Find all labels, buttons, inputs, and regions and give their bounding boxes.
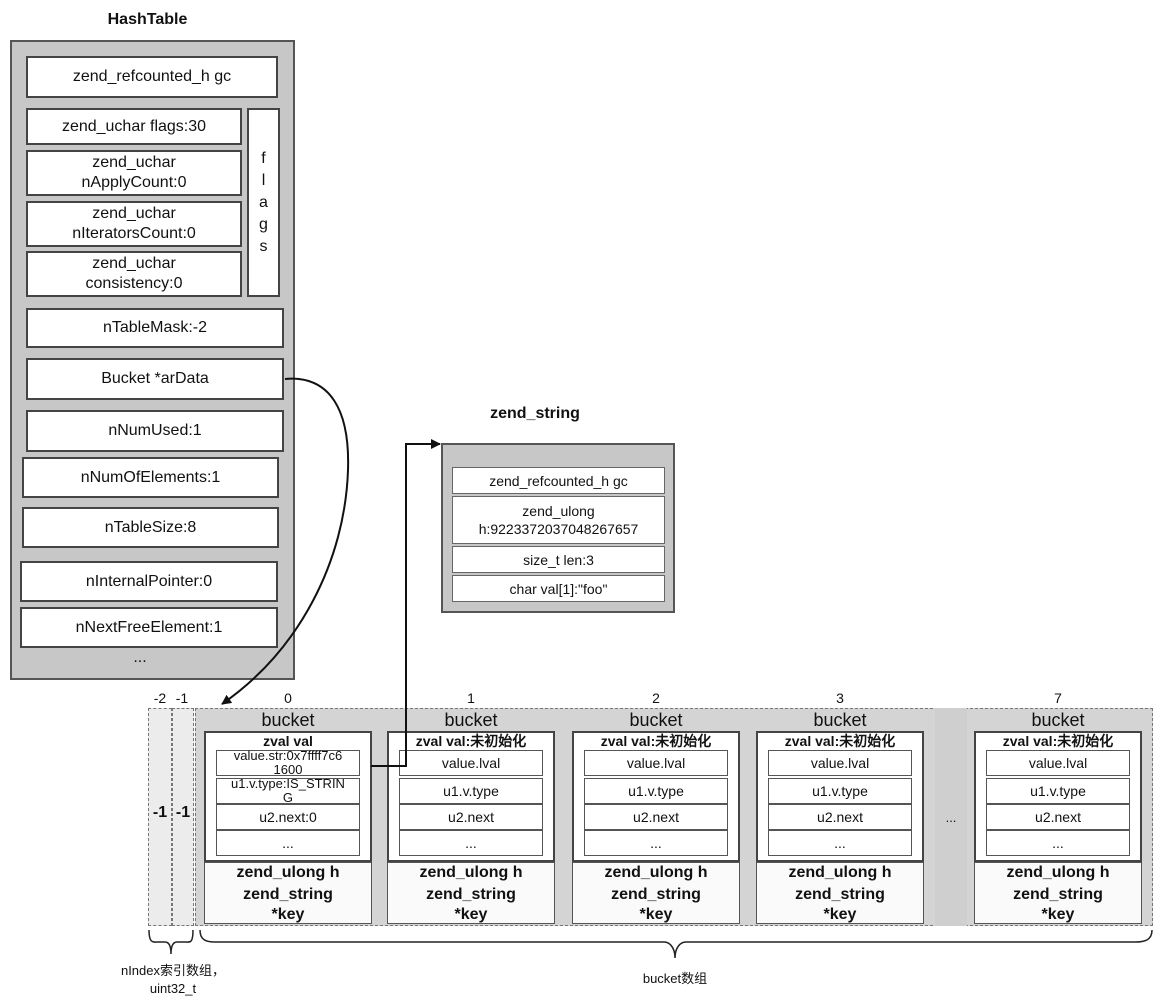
ardata-pointer-arrow	[221, 377, 350, 705]
key-section	[387, 862, 555, 924]
zval-header: zval val	[263, 733, 313, 749]
zval-field: ...	[399, 830, 543, 856]
key-field-name: *key	[823, 906, 857, 923]
zval-field: u1.v.type	[768, 778, 912, 804]
zval-field: value.lval	[986, 750, 1130, 776]
zval-field: ...	[986, 830, 1130, 856]
zs-gc: zend_refcounted_h gc	[452, 467, 665, 494]
bucket-gap	[935, 708, 967, 926]
zval-field: u2.next	[584, 804, 728, 830]
zval-field: value.lval	[399, 750, 543, 776]
zval-field: ...	[768, 830, 912, 856]
zval-field: value.str:0x7ffff7c6 1600	[216, 749, 360, 777]
index-label-m1: -1	[175, 690, 189, 706]
field-ntablesize: nTableSize:8	[22, 507, 279, 548]
bucket-index: 2	[652, 690, 660, 706]
bucket-title: bucket	[813, 710, 867, 730]
field-ardata: Bucket *arData	[26, 358, 284, 400]
key-section	[204, 862, 372, 924]
bucket-ellipsis: ...	[945, 810, 957, 825]
zval-field: u1.v.type	[584, 778, 728, 804]
zval-field: u1.v.type	[399, 778, 543, 804]
bucket-index: 3	[836, 690, 844, 706]
key-field-name: *key	[1041, 906, 1075, 923]
zval-field: value.lval	[584, 750, 728, 776]
bucket-array-brace	[199, 929, 1153, 959]
flags-letter: f	[261, 149, 266, 167]
key-field-type: zend_string	[1013, 886, 1103, 903]
index-value-m1: -1	[175, 804, 191, 821]
zval-header: zval val:未初始化	[415, 733, 527, 749]
zval-field: ...	[584, 830, 728, 856]
index-value-m2: -1	[152, 804, 168, 821]
zval-field: u1.v.type	[986, 778, 1130, 804]
field-nnumofelements: nNumOfElements:1	[22, 457, 279, 498]
bucket-title: bucket	[629, 710, 683, 730]
field-consistency: zend_uchar consistency:0	[26, 251, 242, 297]
key-field-type: zend_string	[243, 886, 333, 903]
flags-letter: s	[259, 237, 268, 255]
hash-field: zend_ulong h	[1006, 864, 1110, 881]
bucket-index: 7	[1054, 690, 1062, 706]
key-field-name: *key	[639, 906, 673, 923]
hash-field: zend_ulong h	[419, 864, 523, 881]
zval-header: zval val:未初始化	[1002, 733, 1114, 749]
key-section	[572, 862, 740, 924]
zval-field: u1.v.type:IS_STRIN G	[216, 777, 360, 805]
hash-field: zend_ulong h	[604, 864, 708, 881]
flags-letter: g	[259, 215, 268, 233]
bucket-title: bucket	[1031, 710, 1085, 730]
key-field-name: *key	[454, 906, 488, 923]
bucket-index: 0	[284, 690, 292, 706]
zval-field: u2.next	[768, 804, 912, 830]
zval-field: u2.next:0	[216, 804, 360, 830]
key-field-name: *key	[271, 906, 305, 923]
field-nnextfreeelement: nNextFreeElement:1	[20, 607, 278, 648]
zval-field: ...	[216, 830, 360, 856]
zval-header: zval val:未初始化	[784, 733, 896, 749]
bucket-title: bucket	[444, 710, 498, 730]
bucket-index: 1	[467, 690, 475, 706]
flags-letter: l	[261, 171, 266, 189]
index-label-m2: -2	[153, 690, 167, 706]
index-slot-m1	[172, 708, 194, 926]
hashtable-more: ...	[133, 649, 147, 666]
key-field-type: zend_string	[795, 886, 885, 903]
index-slot-m2	[148, 708, 172, 926]
index-array-caption: nIndex索引数组， uint32_t	[120, 963, 226, 996]
field-flags: zend_uchar flags:30	[26, 108, 242, 145]
zval-field: u2.next	[399, 804, 543, 830]
key-field-type: zend_string	[611, 886, 701, 903]
zval-field: u2.next	[986, 804, 1130, 830]
key-section	[974, 862, 1142, 924]
zs-hash: zend_ulong h:9223372037048267657	[452, 496, 665, 544]
field-ntablemask: nTableMask:-2	[26, 308, 284, 348]
key-section	[756, 862, 924, 924]
zs-val: char val[1]:"foo"	[452, 575, 665, 602]
field-niteratorscount: zend_uchar nIteratorsCount:0	[26, 201, 242, 247]
zval-field: value.lval	[768, 750, 912, 776]
field-ninternalpointer: nInternalPointer:0	[20, 561, 278, 602]
index-array-brace	[148, 929, 194, 955]
value-str-pointer-arrow	[371, 439, 441, 767]
bucket-title: bucket	[261, 710, 315, 730]
key-field-type: zend_string	[426, 886, 516, 903]
field-napplycount: zend_uchar nApplyCount:0	[26, 150, 242, 196]
hash-field: zend_ulong h	[788, 864, 892, 881]
bucket-array-caption: bucket数组	[642, 971, 708, 986]
field-nnumused: nNumUsed:1	[26, 410, 284, 452]
field-gc: zend_refcounted_h gc	[26, 56, 278, 98]
hash-field: zend_ulong h	[236, 864, 340, 881]
zend-string-title: zend_string	[490, 405, 580, 422]
zs-len: size_t len:3	[452, 546, 665, 573]
hashtable-title: HashTable	[107, 11, 188, 28]
zval-header: zval val:未初始化	[600, 733, 712, 749]
flags-letter: a	[259, 193, 268, 211]
